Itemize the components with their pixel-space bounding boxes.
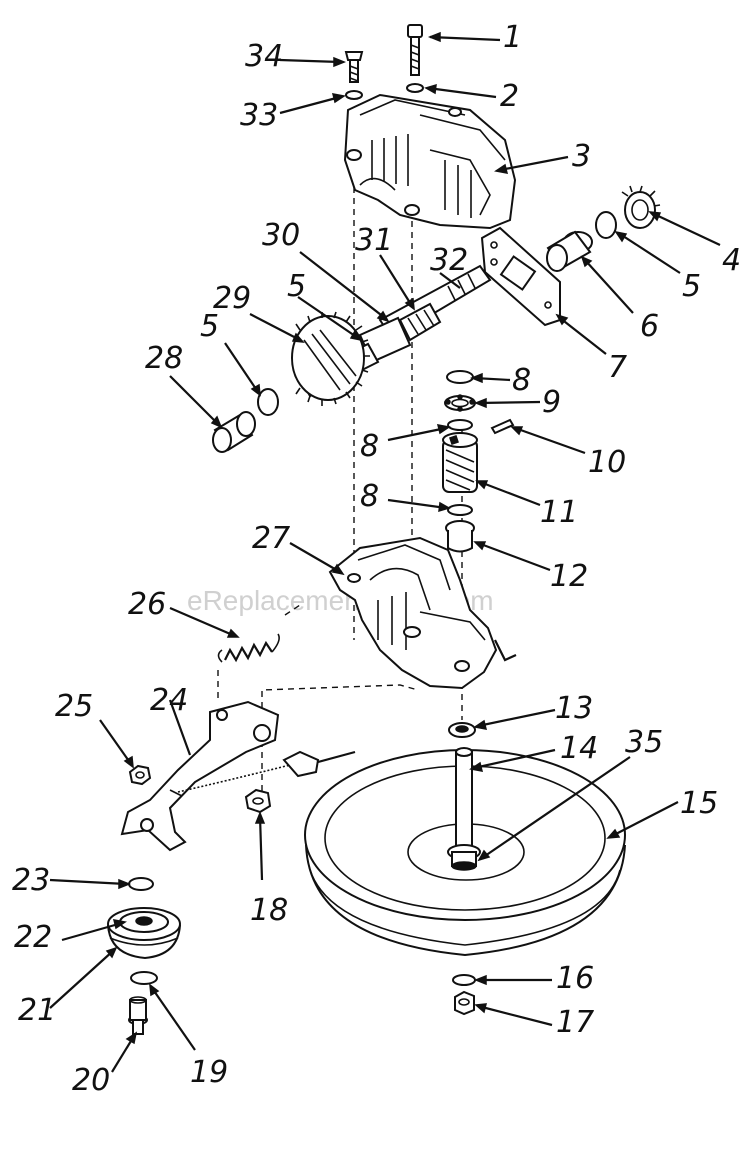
nut-18 xyxy=(244,788,272,814)
callout-3: 3 xyxy=(572,139,591,174)
callout-34: 34 xyxy=(245,39,283,74)
worm-gear-11 xyxy=(442,432,478,493)
washer-16 xyxy=(452,974,476,986)
callout-32: 32 xyxy=(430,243,468,278)
callout-11: 11 xyxy=(540,495,578,530)
callout-8-bottom: 8 xyxy=(360,479,379,514)
idler-bracket-24 xyxy=(120,700,280,852)
callout-24: 24 xyxy=(150,683,188,718)
pin-10 xyxy=(490,418,515,435)
nut-25 xyxy=(128,764,152,786)
callout-5-right: 5 xyxy=(682,269,701,304)
callout-4: 4 xyxy=(722,243,741,278)
callout-25: 25 xyxy=(55,689,93,724)
washer-5-right xyxy=(595,211,617,239)
spring-26 xyxy=(217,633,280,663)
callout-30: 30 xyxy=(262,218,300,253)
washer-8-middle xyxy=(447,419,473,431)
callout-28: 28 xyxy=(145,341,183,376)
callout-9: 9 xyxy=(542,385,561,420)
sprocket-4 xyxy=(621,185,661,229)
callout-2: 2 xyxy=(500,79,519,114)
washer-5-left xyxy=(257,388,279,416)
callout-13: 13 xyxy=(555,691,593,726)
washer-8-top xyxy=(446,370,474,384)
pulley-shaft-14 xyxy=(447,747,481,871)
callout-16: 16 xyxy=(556,961,594,996)
mounting-plate-7 xyxy=(480,226,561,327)
callout-numbers: 1 2 3 4 5 6 7 8 9 8 10 11 8 12 13 14 15 … xyxy=(12,20,741,1098)
bushing-6 xyxy=(546,230,593,272)
callout-12: 12 xyxy=(550,559,588,594)
bearing-13 xyxy=(448,722,476,738)
shoulder-bolt-20 xyxy=(128,996,148,1035)
washer-8-bottom xyxy=(447,504,473,516)
callout-35: 35 xyxy=(625,725,663,760)
control-cable xyxy=(177,750,356,793)
callout-5-middle: 5 xyxy=(287,269,306,304)
callout-8-top: 8 xyxy=(512,363,531,398)
bolt-1 xyxy=(407,24,423,76)
bushing-28 xyxy=(212,411,256,453)
washer-23 xyxy=(128,877,154,891)
callout-21: 21 xyxy=(18,993,56,1028)
callout-19: 19 xyxy=(190,1055,228,1090)
callout-17: 17 xyxy=(556,1005,594,1040)
callout-29: 29 xyxy=(213,281,251,316)
callout-1: 1 xyxy=(503,20,522,55)
callout-31: 31 xyxy=(355,223,393,258)
callout-18: 18 xyxy=(250,893,288,928)
callout-8-middle: 8 xyxy=(360,429,379,464)
screw-34 xyxy=(344,51,364,83)
callout-10: 10 xyxy=(588,445,626,480)
lower-gear-housing xyxy=(328,536,517,690)
nut-17 xyxy=(454,990,475,1016)
callout-14: 14 xyxy=(560,731,598,766)
callout-6: 6 xyxy=(640,309,659,344)
bearing-9 xyxy=(444,394,476,412)
upper-gear-housing xyxy=(343,93,517,230)
callout-5-left: 5 xyxy=(200,309,219,344)
callout-33: 33 xyxy=(240,98,278,133)
callout-23: 23 xyxy=(12,863,50,898)
washer-2 xyxy=(406,83,424,93)
callout-22: 22 xyxy=(14,920,52,955)
washer-33 xyxy=(345,90,363,100)
callout-15: 15 xyxy=(680,786,718,821)
idler-pulley-21 xyxy=(107,907,181,960)
leader-lines xyxy=(49,31,721,1073)
callout-27: 27 xyxy=(252,521,290,556)
worm-shaft-assembly xyxy=(291,264,492,406)
callout-20: 20 xyxy=(72,1063,110,1098)
bushing-12 xyxy=(445,520,475,553)
callout-7: 7 xyxy=(608,350,627,385)
washer-19 xyxy=(130,971,158,985)
callout-26: 26 xyxy=(128,587,166,622)
